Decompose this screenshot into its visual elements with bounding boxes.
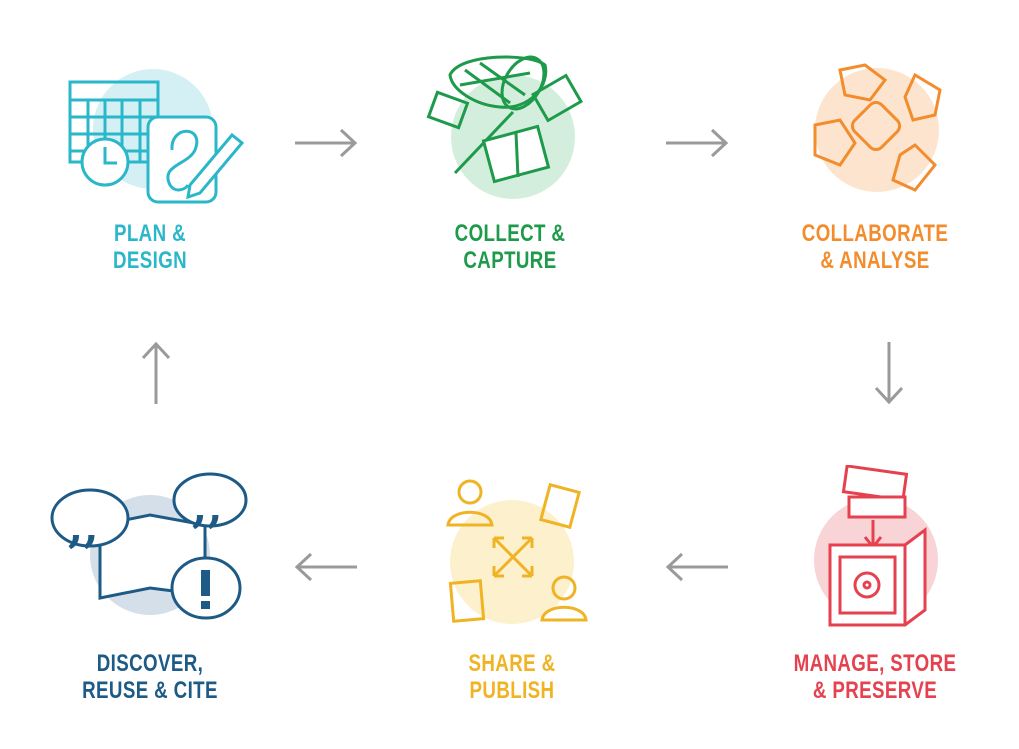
joined-hands-icon [813, 63, 942, 192]
share-users-icon [446, 479, 588, 624]
arrow-right-icon [666, 128, 729, 158]
stage-label: MANAGE, STORE & PRESERVE [774, 650, 977, 704]
stage-share-publish: SHARE & PUBLISH [382, 470, 642, 705]
stage-label: PLAN & DESIGN [49, 220, 252, 274]
stage-label-line2: & ANALYSE [820, 247, 930, 274]
calendar-pencil-icon [68, 69, 245, 204]
stage-label-line1: SHARE & [468, 650, 556, 677]
stage-label-line1: MANAGE, STORE [793, 650, 957, 677]
butterfly-net-icon [426, 55, 584, 199]
stage-plan-design: PLAN & DESIGN [20, 55, 280, 285]
stage-label-line1: COLLECT & [454, 220, 566, 247]
stage-collect-capture: COLLECT & CAPTURE [380, 55, 640, 285]
stage-manage-store-preserve: MANAGE, STORE & PRESERVE [745, 465, 1005, 705]
stage-label-line1: DISCOVER, [96, 650, 204, 677]
arrow-left-icon [665, 552, 728, 582]
arrow-down-icon [874, 342, 904, 405]
stage-label: COLLABORATE & ANALYSE [774, 220, 977, 274]
stage-collaborate-analyse: COLLABORATE & ANALYSE [745, 55, 1005, 285]
arrow-left-icon [294, 552, 357, 582]
stage-label-line2: CAPTURE [463, 247, 557, 274]
stage-label-line2: & PRESERVE [812, 677, 938, 704]
stage-label-line2: PUBLISH [469, 677, 555, 704]
stage-discover-reuse-cite: ,,,, DISCOVER, REUSE & CITE [20, 470, 280, 705]
safe-icon [814, 465, 938, 627]
stage-label-line1: PLAN & [113, 220, 187, 247]
stage-label-line2: DESIGN [112, 247, 188, 274]
stage-label: SHARE & PUBLISH [411, 650, 614, 704]
stage-label-line2: REUSE & CITE [82, 677, 218, 704]
arrow-right-icon [295, 128, 358, 158]
stage-label-line1: COLLABORATE [801, 220, 949, 247]
svg-text:,,: ,, [68, 502, 99, 553]
stage-label: COLLECT & CAPTURE [409, 220, 612, 274]
stage-label: DISCOVER, REUSE & CITE [49, 650, 252, 704]
speech-bubbles-icon: ,,,, [50, 472, 248, 620]
arrow-up-icon [141, 341, 171, 404]
svg-text:,,: ,, [192, 482, 223, 533]
